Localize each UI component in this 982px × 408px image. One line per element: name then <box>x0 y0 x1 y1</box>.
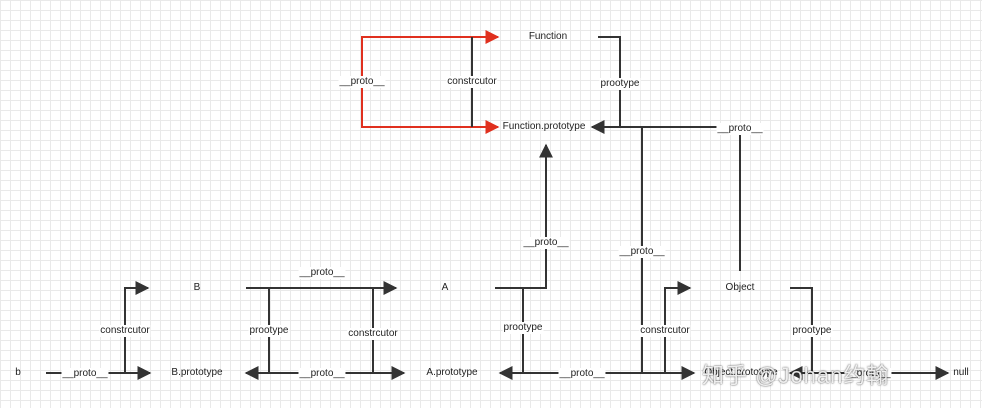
node-b-prototype: B.prototype <box>171 367 223 378</box>
label-a-proto: __proto__ <box>522 237 570 249</box>
label-function-proto-loop: __proto__ <box>338 76 386 88</box>
node-b-instance: b <box>15 367 21 378</box>
label-object-prototype: prootype <box>791 325 833 337</box>
label-b-instance-proto: __proto__ <box>61 368 109 380</box>
label-b-prototype-proto: __proto__ <box>298 368 346 380</box>
node-object: Object <box>725 282 755 293</box>
edge-function-prototype <box>598 36 621 127</box>
label-a-constructor: constrcutor <box>347 328 399 340</box>
edge-object-prototype <box>790 287 813 373</box>
edge-b-constructor <box>124 281 150 373</box>
node-function-prototype: Function.prototype <box>502 121 586 132</box>
label-b-constructor: constrcutor <box>99 325 151 337</box>
node-object-prototype: Object.prototype <box>704 367 778 378</box>
edge-a-proto <box>495 143 553 289</box>
node-function: Function <box>528 31 568 42</box>
label-object-prototype-proto: __proto__ <box>844 368 892 380</box>
node-a-prototype: A.prototype <box>426 367 478 378</box>
label-b-proto: __proto__ <box>298 267 346 279</box>
node-null: null <box>953 367 969 378</box>
watermark: 知乎 @Johan约翰 <box>702 363 890 388</box>
label-function-constructor: constrcutor <box>446 76 498 88</box>
label-object-proto: __proto__ <box>716 123 764 135</box>
label-a-prototype-proto: __proto__ <box>558 368 606 380</box>
label-a-prototype: prootype <box>502 322 544 334</box>
node-a: A <box>441 282 449 293</box>
label-function-prototype: prootype <box>599 78 641 90</box>
node-b: B <box>193 282 201 293</box>
label-function-prototype-proto: __proto__ <box>618 246 666 258</box>
edge-object-proto <box>590 120 741 271</box>
label-object-constructor: constrcutor <box>639 325 691 337</box>
label-b-prototype: prootype <box>248 325 290 337</box>
edge-object-constructor <box>664 281 692 373</box>
